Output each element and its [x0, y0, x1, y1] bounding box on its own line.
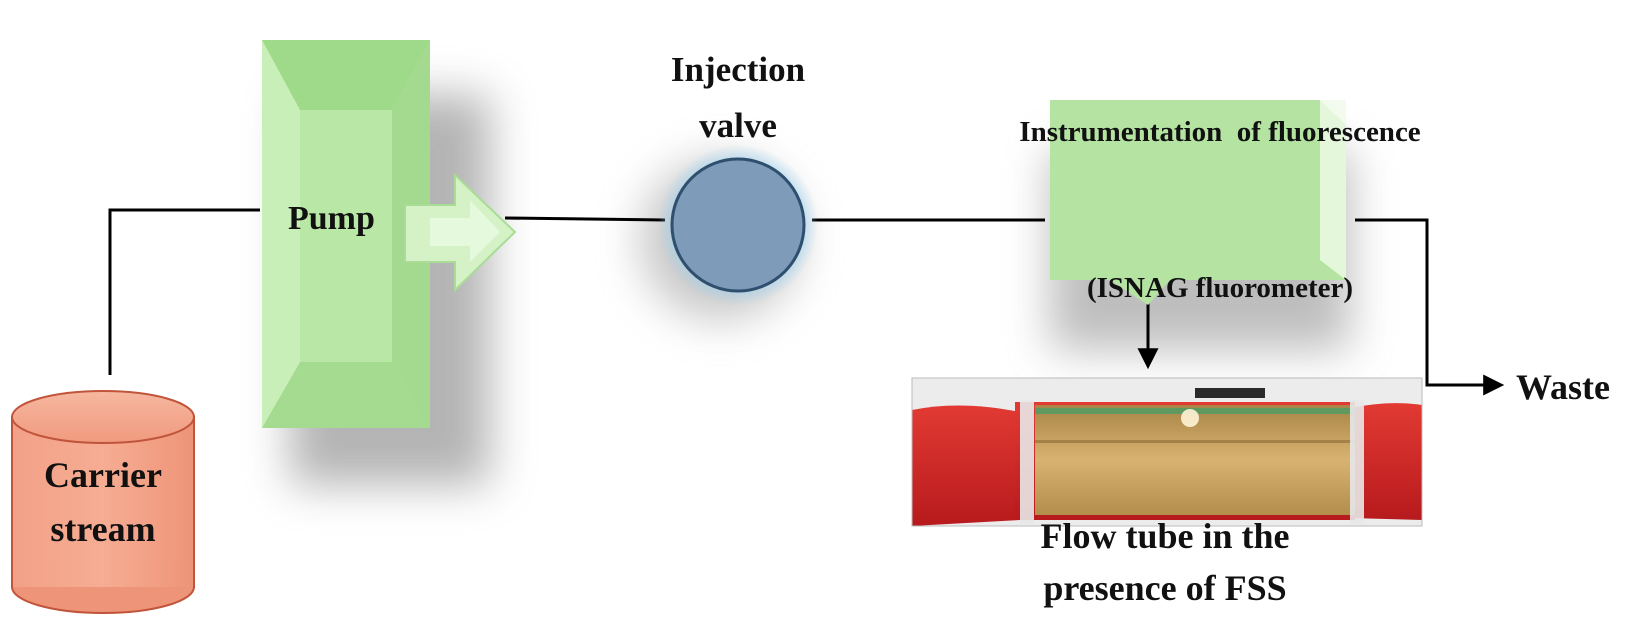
flow-tube-label: Flow tube in the presence of FSS — [960, 510, 1370, 614]
carrier-stream-cylinder — [11, 390, 195, 614]
carrier-stream-label: Carrier stream — [12, 448, 194, 556]
injection-label-line1: Injection — [670, 50, 806, 89]
injection-valve-label: Injection valve — [620, 42, 856, 154]
carrier-label-line2: stream — [50, 509, 156, 549]
pump-block — [262, 40, 430, 428]
carrier-label-line1: Carrier — [44, 455, 162, 495]
pump-label: Pump — [288, 200, 375, 237]
line-pump-to-valve — [504, 216, 666, 222]
pump-arrow-icon — [404, 172, 517, 293]
line-instrument-to-waste — [1355, 218, 1505, 396]
flow-tube-label-line1: Flow tube in the — [1040, 516, 1290, 556]
flow-tube-label-line2: presence of FSS — [1043, 568, 1287, 608]
waste-label: Waste — [1516, 367, 1610, 407]
injection-label-line2: valve — [699, 106, 777, 145]
flow-tube-photo — [911, 377, 1423, 527]
fluorometer-label-line1: Instrumentation of fluorescence — [1019, 116, 1421, 148]
line-carrier-to-pump — [108, 208, 260, 375]
injection-valve-icon — [658, 145, 818, 305]
fluorometer-block — [1050, 100, 1346, 305]
tubing-lines — [108, 208, 1505, 396]
fluorometer-label: Instrumentation of fluorescence (ISNAG f… — [930, 2, 1510, 418]
fluorometer-label-line2: (ISNAG fluorometer) — [1086, 272, 1354, 304]
